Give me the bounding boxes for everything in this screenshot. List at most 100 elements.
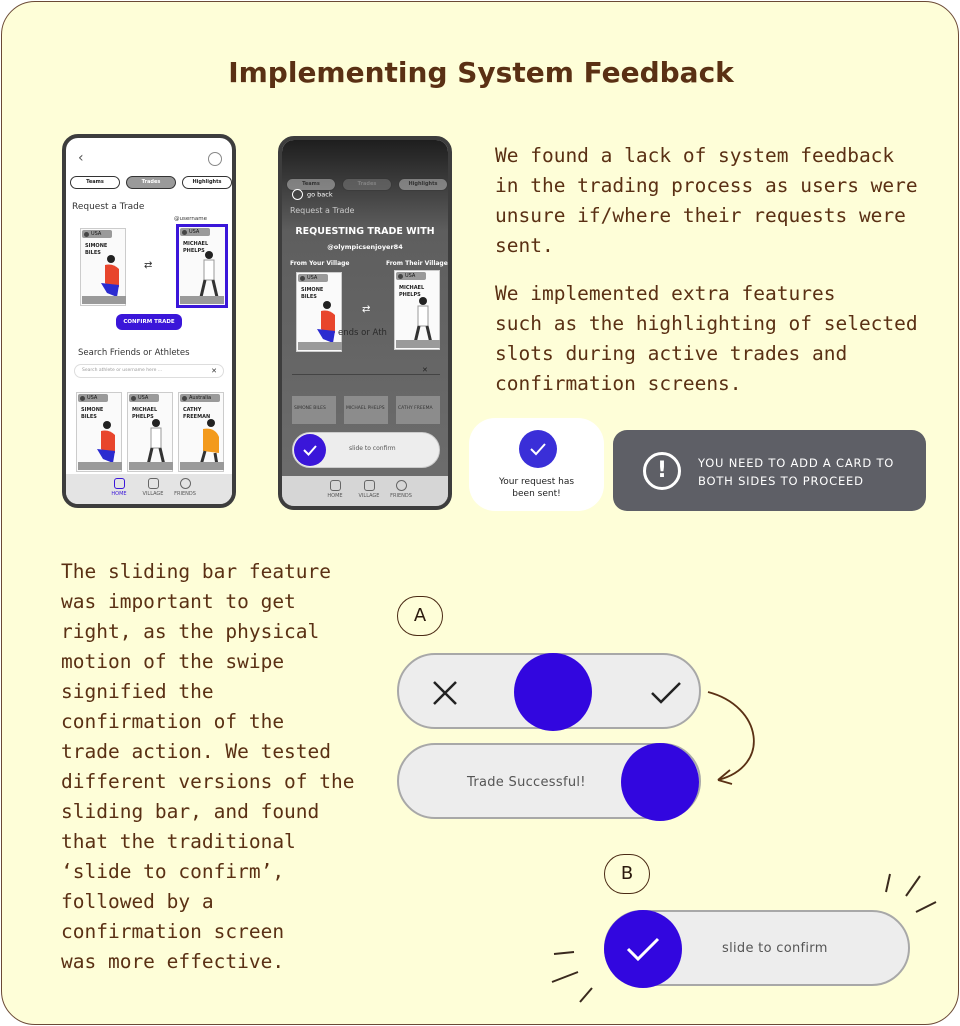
- card-athlete-name: MICHAEL PHELPS: [399, 285, 425, 298]
- athlete-card-left[interactable]: USA SIMONE BILES: [80, 228, 126, 306]
- trade-handle: @olympicsenjoyer84: [327, 243, 403, 251]
- phone-trade-request: ‹ Teams Trades Highlights Request a Trad…: [62, 134, 236, 508]
- card-footer: [78, 462, 122, 470]
- card-footer: [396, 340, 440, 348]
- dim-card: CATHY FREEMA: [396, 396, 440, 424]
- tab-highlights: Highlights: [398, 178, 448, 191]
- slider-knob[interactable]: [514, 653, 592, 731]
- tab-bar-dimmed: Teams Trades Highlights: [286, 178, 448, 192]
- variant-b-badge: B: [604, 854, 650, 894]
- trade-successful-slider[interactable]: Trade Successful!: [397, 743, 701, 821]
- trade-heading: REQUESTING TRADE WITH: [295, 226, 435, 237]
- dim-card: SIMONE BILES: [292, 396, 336, 424]
- nav-home[interactable]: HOME: [320, 480, 350, 499]
- request-trade-label: Request a Trade: [290, 206, 355, 215]
- card-athlete-name: SIMONE BILES: [301, 287, 324, 300]
- athlete-illustration: [101, 255, 119, 297]
- nav-village[interactable]: VILLAGE: [354, 480, 384, 499]
- tab-trades: Trades: [342, 178, 392, 191]
- friends-icon: [395, 480, 407, 491]
- confirm-trade-button[interactable]: CONFIRM TRADE: [116, 314, 182, 330]
- nav-friends[interactable]: FRIENDS: [386, 480, 416, 499]
- request-sent-toast: Your request has been sent!: [469, 418, 604, 511]
- athlete-card[interactable]: Australia CATHY FREEMAN: [178, 392, 224, 472]
- home-icon: [113, 478, 125, 489]
- tab-teams: Teams: [286, 178, 336, 191]
- card-country: USA: [82, 230, 112, 238]
- card-athlete-name: MICHAEL PHELPS: [183, 241, 209, 254]
- card-athlete-name: MICHAEL PHELPS: [132, 407, 158, 420]
- card-footer: [180, 462, 224, 470]
- card-athlete-name: CATHY FREEMAN: [183, 407, 211, 420]
- search-heading: Search Friends or Athletes: [78, 348, 190, 358]
- card-footer: [82, 296, 126, 304]
- search-input[interactable]: Search athlete or username here ... ✕: [74, 364, 224, 378]
- athlete-card[interactable]: USA SIMONE BILES: [76, 392, 122, 472]
- request-trade-label: Request a Trade: [72, 202, 145, 212]
- athlete-card-yours: USA SIMONE BILES: [296, 272, 342, 352]
- village-icon: [363, 480, 375, 491]
- card-country: USA: [180, 228, 210, 236]
- feedback-paragraph-1: We found a lack of system feedback in th…: [495, 144, 918, 257]
- page-title: Implementing System Feedback: [228, 56, 734, 89]
- athlete-card[interactable]: USA MICHAEL PHELPS: [127, 392, 173, 472]
- slider-label: slide to confirm: [349, 445, 396, 452]
- athlete-illustration: [413, 297, 433, 344]
- athlete-illustration: [199, 419, 219, 466]
- nav-village[interactable]: VILLAGE: [138, 478, 168, 497]
- from-their-village: From Their Village: [386, 260, 448, 267]
- success-label: Trade Successful!: [467, 775, 586, 790]
- athlete-card-theirs: USA MICHAEL PHELPS: [394, 270, 440, 350]
- curved-arrow-icon: [707, 691, 755, 785]
- card-country: Australia: [180, 394, 220, 402]
- tab-highlights[interactable]: Highlights: [182, 176, 232, 189]
- card-athlete-name: SIMONE BILES: [85, 243, 108, 256]
- go-back-link[interactable]: go back: [292, 189, 333, 200]
- swap-icon: ⇄: [144, 260, 153, 271]
- slider-knob[interactable]: [604, 910, 682, 988]
- motion-lines-right: [885, 873, 937, 913]
- from-your-village: From Your Village: [290, 260, 350, 267]
- slide-to-confirm-slider[interactable]: slide to confirm: [292, 432, 440, 468]
- sliding-bar-paragraph: The sliding bar feature was important to…: [61, 560, 355, 973]
- friends-icon: [179, 478, 191, 489]
- dim-card: MICHAEL PHELPS: [344, 396, 388, 424]
- check-icon: [626, 937, 660, 962]
- variant-a-badge: A: [397, 596, 443, 636]
- back-arrow-icon[interactable]: ‹: [78, 150, 84, 166]
- clear-icon[interactable]: ✕: [211, 367, 217, 375]
- feedback-paragraph-2: We implemented extra features such as th…: [495, 282, 918, 395]
- swap-icon: ⇄: [362, 304, 371, 315]
- clear-icon: ✕: [422, 366, 428, 374]
- card-country: USA: [78, 394, 108, 402]
- search-line: [292, 374, 440, 375]
- check-icon: [303, 445, 317, 456]
- card-footer: [180, 296, 224, 304]
- toast-message: Your request has been sent!: [498, 477, 575, 499]
- variant-b-slider[interactable]: slide to confirm: [604, 910, 910, 988]
- check-circle-icon: [519, 430, 557, 468]
- card-footer: [298, 342, 342, 350]
- back-circle-icon: [292, 189, 303, 200]
- tab-teams[interactable]: Teams: [70, 176, 120, 189]
- card-footer: [129, 462, 173, 470]
- athlete-card-selected[interactable]: USA MICHAEL PHELPS: [176, 224, 228, 308]
- bottom-nav: HOME VILLAGE FRIENDS: [66, 474, 232, 504]
- athlete-illustration: [317, 301, 335, 343]
- phone-trade-confirm: Teams Trades Highlights go back Request …: [278, 136, 452, 510]
- tab-trades[interactable]: Trades: [126, 176, 176, 189]
- nav-home[interactable]: HOME: [104, 478, 134, 497]
- slider-knob[interactable]: [621, 743, 699, 821]
- athlete-illustration: [146, 419, 166, 466]
- profile-icon[interactable]: [208, 152, 222, 166]
- close-icon: [433, 681, 457, 705]
- card-country: USA: [129, 394, 159, 402]
- username-label: @username: [174, 216, 207, 222]
- variant-a-slider[interactable]: [397, 653, 701, 731]
- slider-knob[interactable]: [294, 434, 326, 466]
- alert-icon: !: [643, 452, 681, 490]
- home-icon: [329, 480, 341, 491]
- nav-friends[interactable]: FRIENDS: [170, 478, 200, 497]
- search-placeholder: Search athlete or username here ...: [82, 368, 163, 373]
